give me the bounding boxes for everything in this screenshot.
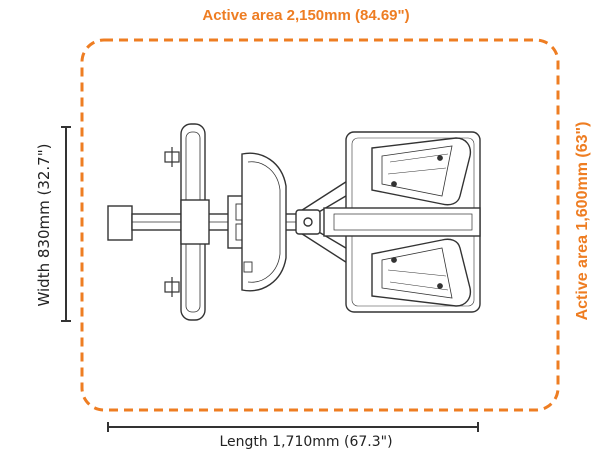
active-area-boundary — [80, 38, 560, 412]
machine-width-label: Width 830mm (32.7") — [35, 143, 53, 307]
rowing-machine-top-view-icon — [107, 123, 481, 321]
footrest-lower — [371, 238, 472, 307]
footrest-upper — [371, 137, 472, 206]
length-dimension-line — [107, 422, 479, 432]
flywheel-housing — [241, 152, 287, 292]
active-area-width-label: Active area 2,150mm (84.69") — [202, 7, 410, 24]
wheels — [164, 147, 180, 297]
active-area-depth-label: Active area 1,600mm (63") — [574, 121, 591, 321]
machine-length-label: Length 1,710mm (67.3") — [219, 434, 393, 450]
width-dimension-line — [61, 126, 71, 322]
cross-bar — [323, 207, 481, 237]
seat-pad — [107, 205, 133, 241]
